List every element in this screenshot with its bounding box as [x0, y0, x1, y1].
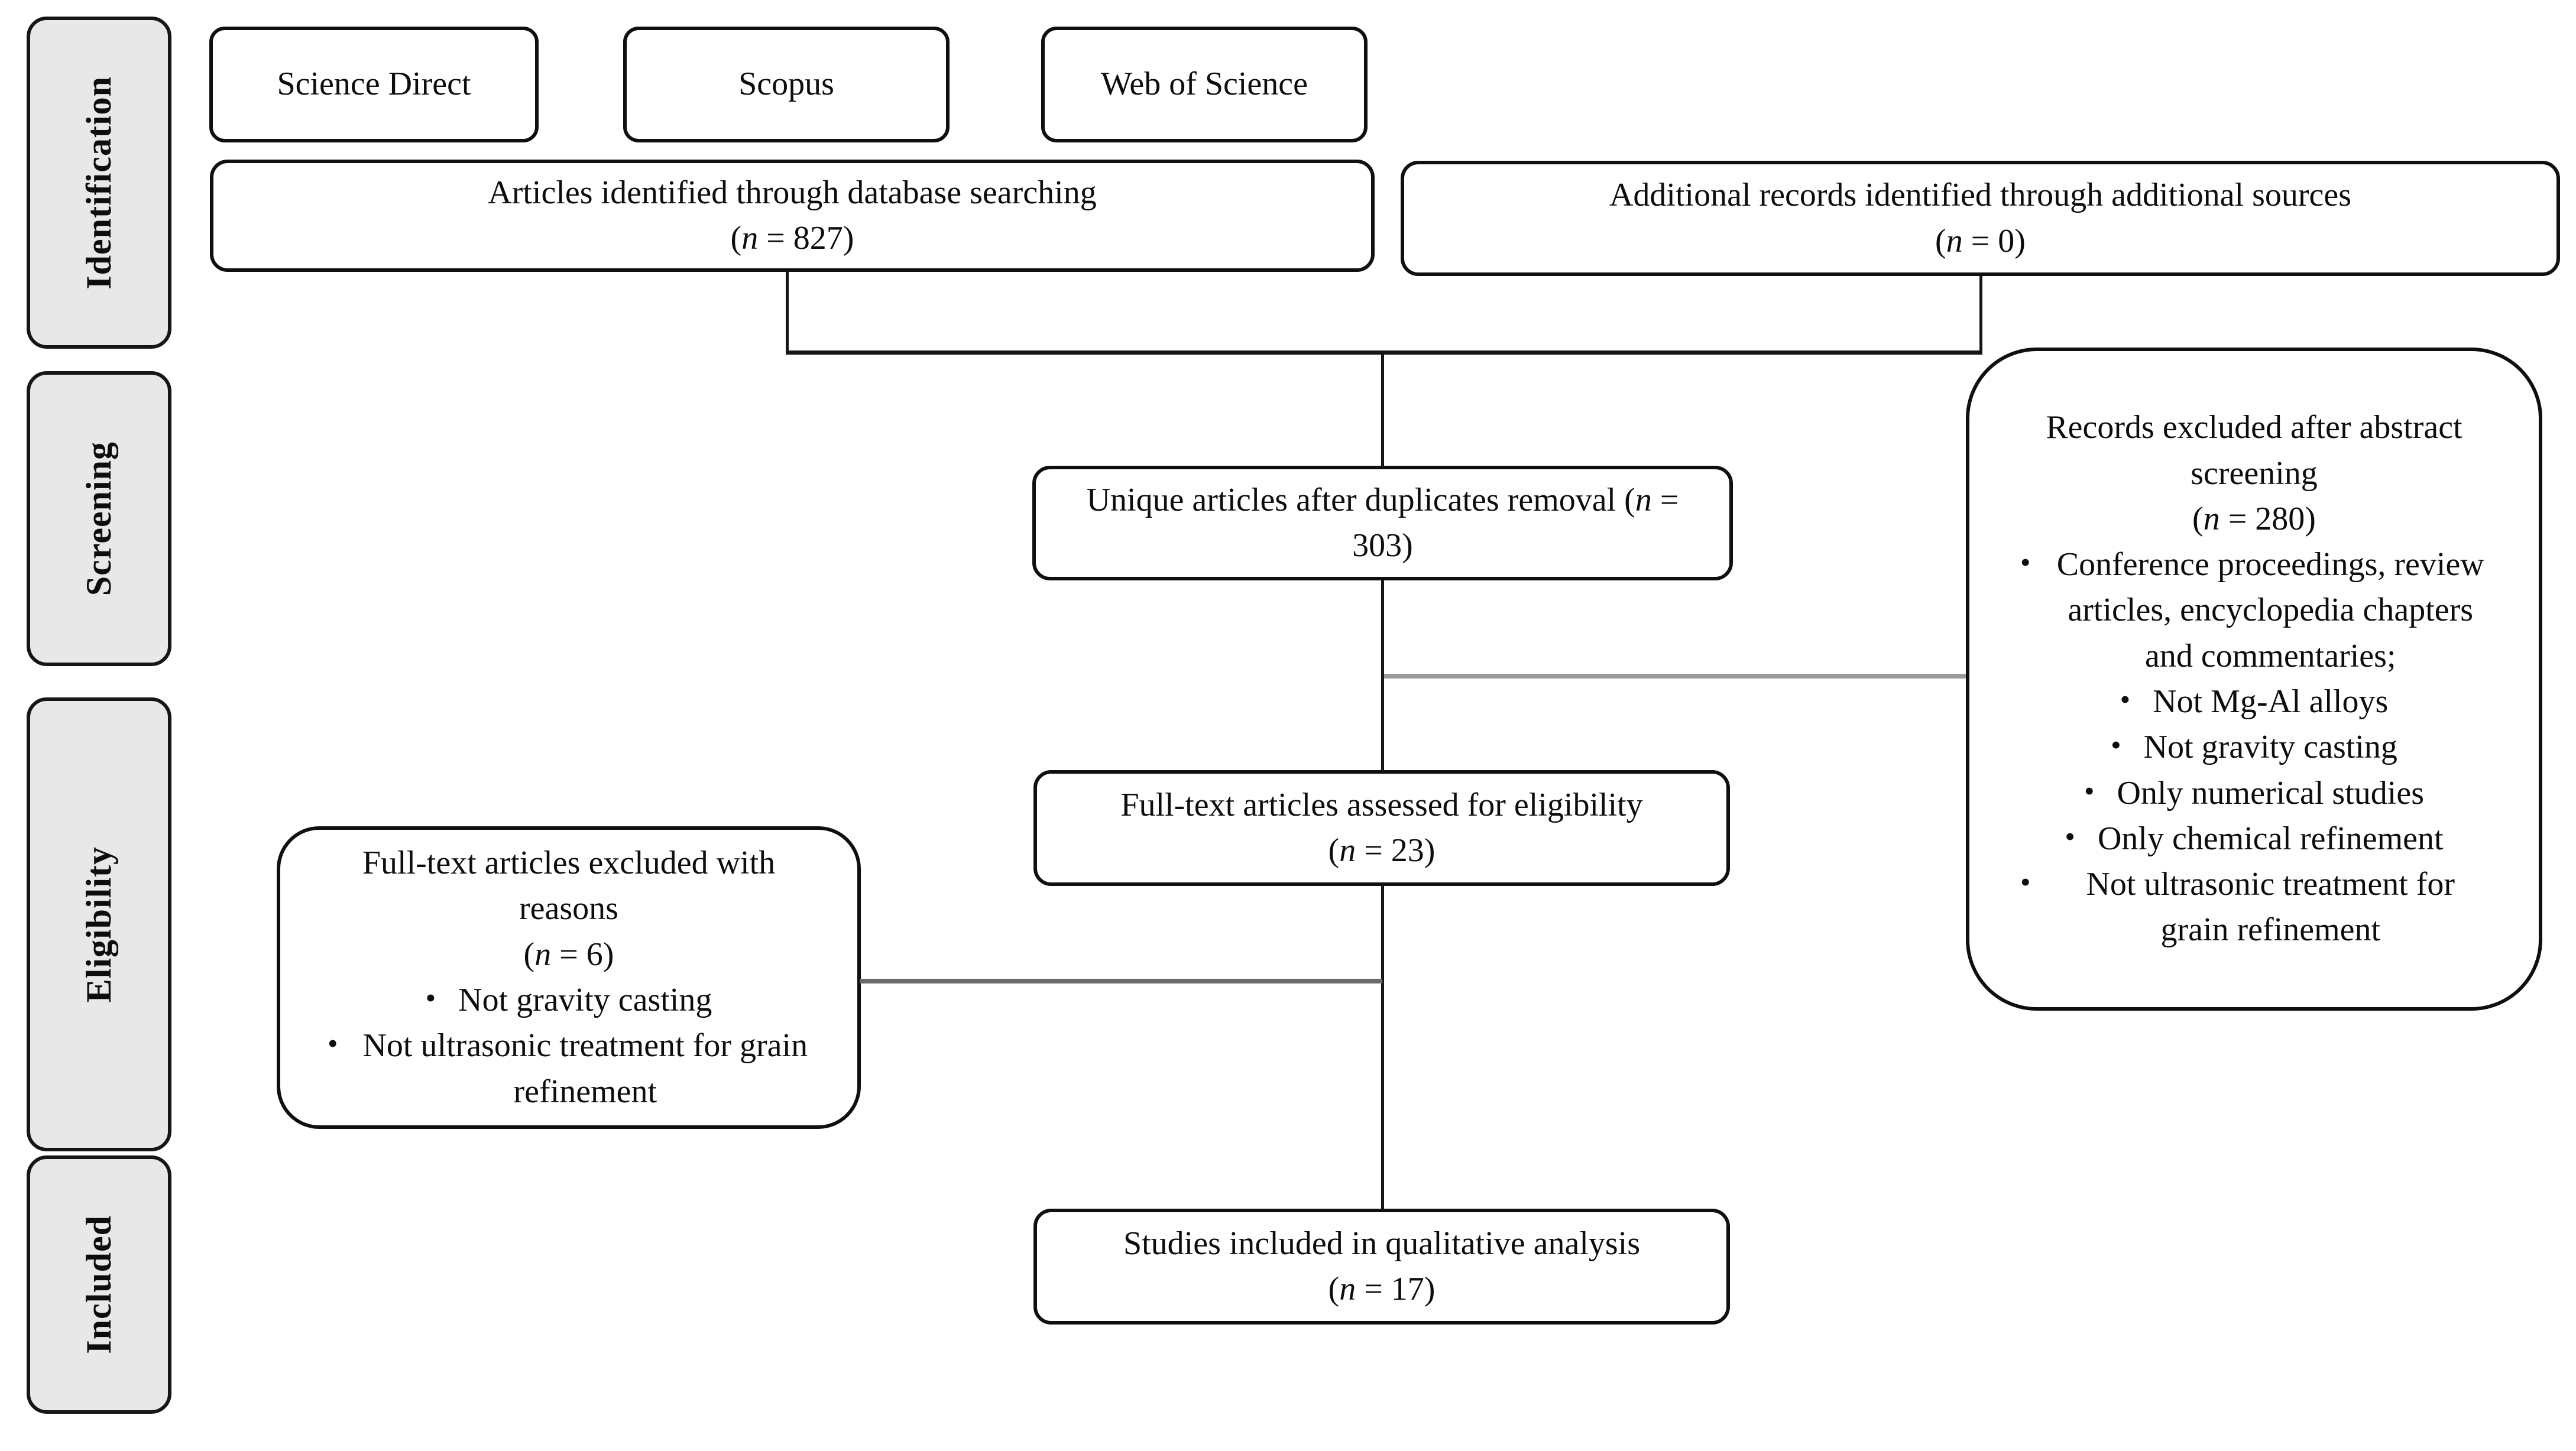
- count-rest: = 6): [551, 936, 614, 973]
- exclusion-reason: • Conference proceedings, review articles…: [2020, 542, 2488, 679]
- exclusion-reason: • Not ultrasonic treatment for grain refi…: [328, 1023, 810, 1115]
- exclusion-reason: • Not Mg-Al alloys: [2020, 679, 2488, 725]
- box-full-text-assessed: Full-text articles assessed for eligibil…: [1033, 770, 1730, 886]
- box-full-text-excluded: Full-text articles excluded with reasons…: [277, 826, 861, 1129]
- connector-to-fulltext-excluded: [860, 979, 1382, 983]
- exclusion-reason-text: Not ultrasonic treatment for grain refin…: [2086, 866, 2455, 949]
- count-open: (: [730, 220, 742, 257]
- exclusion-reason: • Only chemical refinement: [2020, 816, 2488, 862]
- source-box-web-of-science: Web of Science: [1041, 27, 1368, 142]
- box-full-text-assessed-text: Full-text articles assessed for eligibil…: [1120, 786, 1643, 823]
- count-rest: = 17): [1356, 1271, 1436, 1307]
- box-additional-records-text: Additional records identified through ad…: [1609, 177, 2352, 214]
- stage-eligibility-label: Eligibility: [79, 846, 118, 1003]
- count-var: n: [1635, 481, 1652, 518]
- bullet-icon: •: [328, 1027, 338, 1060]
- stage-screening-label: Screening: [79, 441, 118, 596]
- count-rest: = 827): [758, 220, 854, 257]
- count-var: n: [741, 220, 759, 257]
- box-records-excluded: Records excluded after abstract screenin…: [1966, 348, 2542, 1011]
- box-unique-articles-text: Unique articles after duplicates removal…: [1068, 478, 1697, 569]
- bullet-icon: •: [2111, 728, 2121, 762]
- exclusion-reason-text: Only chemical refinement: [2097, 820, 2444, 857]
- count-rest: = 23): [1356, 832, 1436, 869]
- connector-additional-down: [1979, 275, 1982, 353]
- stage-included: Included: [27, 1155, 171, 1414]
- source-label-scopus: Scopus: [738, 66, 834, 103]
- exclusion-reason-text: Not gravity casting: [458, 982, 712, 1018]
- abstract-exclusion-reasons: • Conference proceedings, review articles…: [2020, 542, 2488, 953]
- full-text-exclusion-reasons: • Not gravity casting • Not ultrasonic tre…: [328, 978, 810, 1115]
- connector-to-records-excluded: [1384, 674, 1966, 679]
- connector-identified-down: [786, 271, 789, 353]
- bullet-icon: •: [2020, 865, 2031, 899]
- exclusion-reason: • Not gravity casting: [328, 978, 810, 1023]
- exclusion-reason-text: Only numerical studies: [2117, 774, 2424, 811]
- exclusion-reason-text: Not ultrasonic treatment for grain refin…: [362, 1027, 808, 1110]
- exclusion-reason: • Only numerical studies: [2020, 771, 2488, 816]
- source-box-scopus: Scopus: [623, 27, 950, 142]
- bullet-icon: •: [425, 981, 436, 1014]
- exclusion-reason: • Not ultrasonic treatment for grain refi…: [2020, 862, 2488, 953]
- unique-text-post: = 303): [1352, 481, 1679, 564]
- box-studies-included: Studies included in qualitative analysis…: [1033, 1209, 1730, 1325]
- connector-merge-to-unique: [1381, 353, 1384, 467]
- count-open: (: [1328, 832, 1340, 869]
- box-additional-records: Additional records identified through ad…: [1401, 161, 2560, 276]
- source-label-science-direct: Science Direct: [277, 66, 471, 103]
- exclusion-reason: • Not gravity casting: [2020, 725, 2488, 770]
- box-articles-identified-count: (n = 827): [731, 216, 854, 261]
- count-var: n: [534, 936, 552, 973]
- source-box-science-direct: Science Direct: [209, 27, 539, 142]
- count-var: n: [1339, 1271, 1356, 1307]
- stage-included-label: Included: [79, 1215, 118, 1354]
- box-full-text-excluded-count: (n = 6): [524, 932, 614, 978]
- box-articles-identified: Articles identified through database sea…: [210, 160, 1375, 272]
- stage-screening: Screening: [27, 371, 171, 666]
- box-full-text-assessed-count: (n = 23): [1328, 828, 1436, 874]
- count-var: n: [1946, 222, 1963, 259]
- exclusion-reason-text: Conference proceedings, review articles,…: [2056, 546, 2484, 674]
- count-rest: = 280): [2219, 500, 2316, 537]
- unique-text-pre: Unique articles after duplicates removal…: [1086, 481, 1635, 518]
- connector-unique-to-fulltext: [1381, 579, 1384, 771]
- count-open: (: [1935, 222, 1946, 259]
- connector-merge-horizontal: [786, 350, 1982, 355]
- box-additional-records-count: (n = 0): [1935, 219, 2026, 264]
- bullet-icon: •: [2084, 774, 2095, 807]
- box-studies-included-count: (n = 17): [1328, 1267, 1436, 1312]
- box-full-text-excluded-title: Full-text articles excluded with reasons: [362, 845, 776, 927]
- bullet-icon: •: [2120, 683, 2131, 716]
- stage-identification-label: Identification: [79, 76, 118, 290]
- box-articles-identified-text: Articles identified through database sea…: [488, 174, 1097, 211]
- box-unique-articles: Unique articles after duplicates removal…: [1032, 466, 1733, 580]
- count-open: (: [1328, 1271, 1340, 1307]
- count-rest: = 0): [1962, 222, 2026, 259]
- bullet-icon: •: [2065, 819, 2075, 853]
- exclusion-reason-text: Not Mg-Al alloys: [2153, 683, 2389, 720]
- count-var: n: [1339, 832, 1356, 869]
- count-open: (: [523, 936, 535, 973]
- bullet-icon: •: [2020, 546, 2031, 579]
- exclusion-reason-text: Not gravity casting: [2143, 729, 2397, 766]
- stage-eligibility: Eligibility: [27, 697, 171, 1151]
- box-records-excluded-count: (n = 280): [2192, 496, 2316, 542]
- stage-identification: Identification: [27, 17, 171, 349]
- source-label-web-of-science: Web of Science: [1101, 66, 1308, 103]
- box-records-excluded-title: Records excluded after abstract screenin…: [2046, 409, 2462, 492]
- connector-fulltext-to-studies: [1381, 885, 1384, 1210]
- count-open: (: [2192, 500, 2204, 537]
- box-studies-included-text: Studies included in qualitative analysis: [1123, 1225, 1641, 1262]
- count-var: n: [2203, 500, 2220, 537]
